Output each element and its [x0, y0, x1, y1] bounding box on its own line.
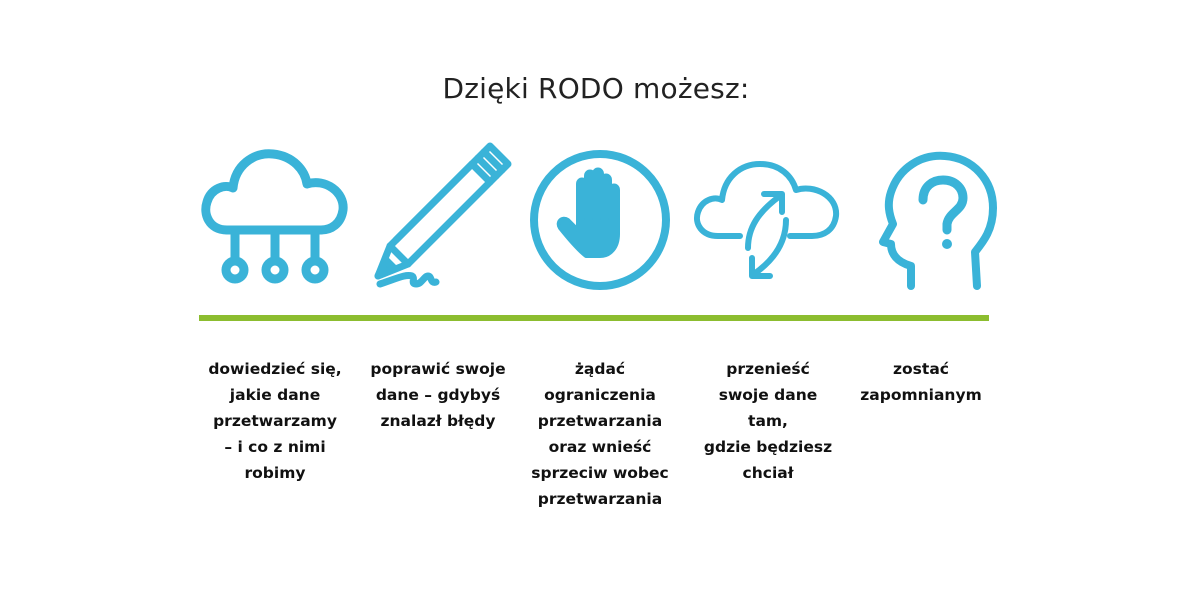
pencil-icon — [358, 138, 518, 298]
caption-erasure: zostać zapomnianym — [860, 360, 982, 404]
caption-rectify: poprawić swoje dane – gdybyś znalazł błę… — [370, 360, 506, 430]
head-question-icon — [853, 138, 1013, 298]
caption-restrict-object: żądać ograniczenia przetwarzania oraz wn… — [531, 360, 669, 508]
stop-hand-icon — [520, 138, 680, 298]
cloud-transfer-icon — [688, 138, 848, 298]
caption-access: dowiedzieć się, jakie dane przetwarzamy … — [208, 360, 342, 482]
caption-portability: przenieść swoje dane tam, gdzie będziesz… — [703, 360, 833, 482]
page-title: Dzięki RODO możesz: — [442, 72, 750, 105]
divider-line — [199, 315, 989, 321]
cloud-network-icon — [195, 138, 355, 298]
